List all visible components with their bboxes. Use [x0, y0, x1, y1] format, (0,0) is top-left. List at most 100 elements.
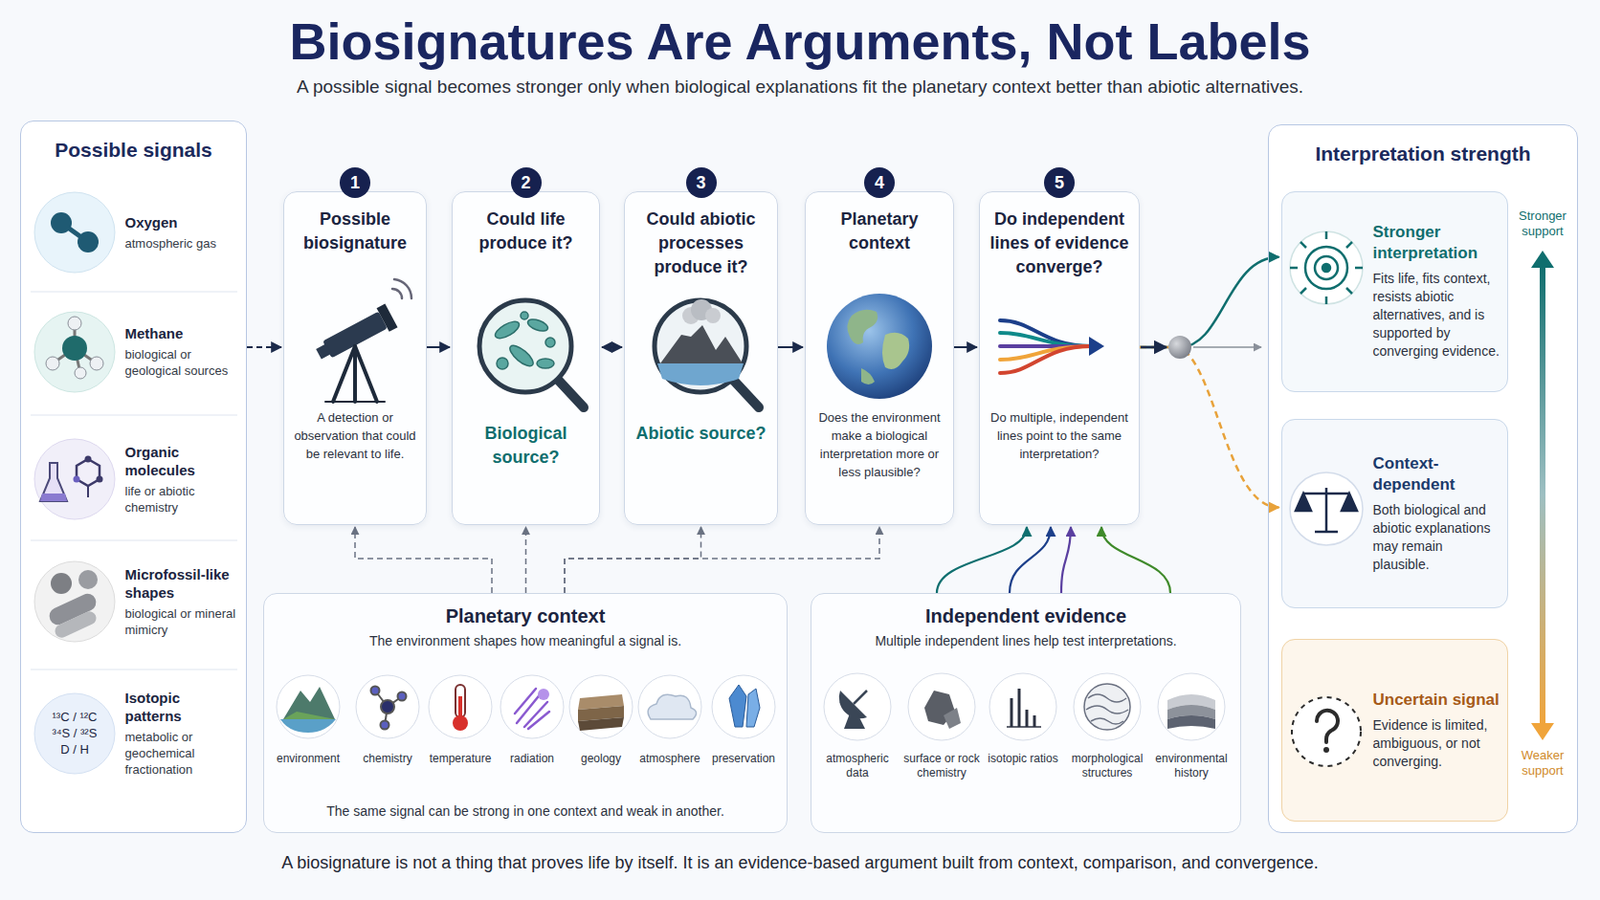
telescope-icon-part-part	[315, 343, 332, 359]
scale-label: Stronger support	[1511, 208, 1575, 240]
evidence-item: atmospheric data	[816, 752, 899, 781]
strata-symbol-part	[1167, 715, 1216, 730]
evidence-icons-part	[1073, 673, 1141, 741]
organic-icon-part	[40, 493, 67, 502]
connector	[954, 347, 978, 349]
globe-icon-part	[861, 368, 875, 385]
decision-point-part	[1168, 335, 1192, 359]
signal-item: Organic moleculeslife or abiotic chemist…	[23, 422, 244, 536]
node-text: Could life produce it?	[458, 207, 594, 256]
microbe-magnifier-icon	[479, 300, 584, 408]
oxygen-icon-part	[77, 231, 99, 253]
node-text: 3	[686, 167, 717, 199]
planetary-icons-part	[428, 675, 492, 739]
organic-icon	[34, 439, 115, 520]
planetary-icons-part	[569, 675, 633, 739]
step-box: 4Planetary contextDoes the environment m…	[804, 191, 955, 526]
connector-line	[1061, 527, 1071, 594]
microbe-magnifier-icon-part-part	[520, 311, 529, 320]
node-text: Organic molecules	[125, 443, 237, 480]
signal-item: Methanebiological or geological sources	[23, 295, 244, 409]
isotope-bars-symbol-part	[1033, 715, 1037, 728]
microbe-magnifier-icon-part-part	[536, 358, 555, 369]
node-text: Fits life, fits context, resists abiotic…	[1373, 269, 1502, 361]
connector-line	[601, 346, 623, 349]
oxygen-icon-part	[34, 192, 115, 273]
geology-symbol	[577, 694, 624, 732]
node-text: 2	[511, 167, 542, 199]
decision-point-part	[1193, 346, 1262, 349]
evidence-icons-part	[989, 673, 1057, 741]
context-item: chemistry	[350, 752, 425, 767]
node-text: Does the environment make a biological i…	[813, 408, 946, 482]
isotope-icon	[34, 693, 115, 775]
evidence-icons-part	[1157, 673, 1225, 741]
support-scale-arrow-part	[1531, 723, 1555, 741]
row-separators-part	[30, 669, 238, 671]
converging-lines-icon-part	[1000, 333, 1091, 347]
signal-item: Microfossil-like shapesbiological or min…	[23, 545, 244, 659]
antenna-symbol	[839, 690, 867, 730]
converging-lines-icon-part	[1000, 320, 1091, 347]
isotope-icon-part	[34, 693, 115, 775]
chemistry-symbol-part	[371, 687, 380, 696]
converging-lines-icon	[1000, 320, 1105, 374]
panel-fills-part	[1281, 639, 1509, 823]
telescope-icon-part	[392, 279, 412, 299]
stronger-icon-part	[1289, 231, 1363, 305]
telescope-icon-part	[355, 346, 378, 402]
panel-fills-part	[20, 120, 247, 834]
node-text: Do independent lines of evidence converg…	[985, 207, 1134, 280]
node-text: Context-dependent	[1373, 453, 1502, 496]
uncertain-icon-part	[1323, 747, 1330, 754]
node-text: Evidence is limited, ambiguous, or not c…	[1373, 716, 1502, 772]
connector	[564, 527, 702, 594]
node-text: 1	[339, 167, 371, 199]
evidence-item: morphological structures	[1065, 752, 1150, 781]
atmosphere-symbol-part	[647, 694, 696, 720]
scale-icon-part	[1303, 492, 1350, 496]
organic-icon-part	[85, 456, 92, 464]
node-text: Do multiple, independent lines point to …	[987, 408, 1132, 464]
microfossil-icon-part	[50, 573, 72, 595]
node-text: Uncertain signal	[1373, 689, 1502, 712]
planetary-icons	[276, 675, 776, 739]
panel-fills-part	[283, 191, 427, 526]
stronger-icon-part	[1305, 246, 1348, 289]
microbe-magnifier-icon-part-part	[526, 317, 550, 334]
connector-line	[1139, 257, 1280, 348]
planetary-icons-part	[500, 675, 564, 739]
chemistry-symbol	[371, 687, 407, 731]
evidence-item: environmental history	[1149, 752, 1234, 781]
globe-icon-part	[846, 310, 878, 345]
planetary-icons-part	[711, 675, 776, 739]
radiation-symbol-part	[537, 688, 550, 701]
connector	[355, 527, 492, 594]
panel-fills-part	[623, 191, 778, 526]
decision-point	[1140, 335, 1262, 359]
volcano-magnifier-icon-part	[705, 308, 721, 324]
node-text: Possible biosignature	[289, 207, 421, 256]
subtitle: A possible signal becomes stronger only …	[53, 76, 1547, 98]
node-text: biological or mineral mimicry	[125, 605, 237, 639]
strata-symbol	[1167, 694, 1216, 730]
organic-icon-part	[96, 476, 104, 484]
evidence-icons	[823, 673, 1225, 741]
connector-line	[426, 346, 450, 349]
node-text: life or abiotic chemistry	[125, 483, 237, 516]
rock-symbol-part	[943, 708, 961, 730]
planetary-icons-part	[276, 675, 340, 739]
environment-symbol-part	[283, 687, 335, 720]
node-text: atmospheric gas	[125, 235, 237, 252]
node-text: 4	[864, 167, 895, 199]
volcano-magnifier-icon-part	[654, 300, 747, 393]
diagram-title: Biosignatures Are Arguments, Not Labels	[0, 11, 1600, 71]
methane-icon	[34, 311, 115, 393]
connector-line	[1139, 347, 1280, 509]
telescope-icon-part	[333, 346, 356, 402]
node-text: 5	[1044, 167, 1075, 199]
